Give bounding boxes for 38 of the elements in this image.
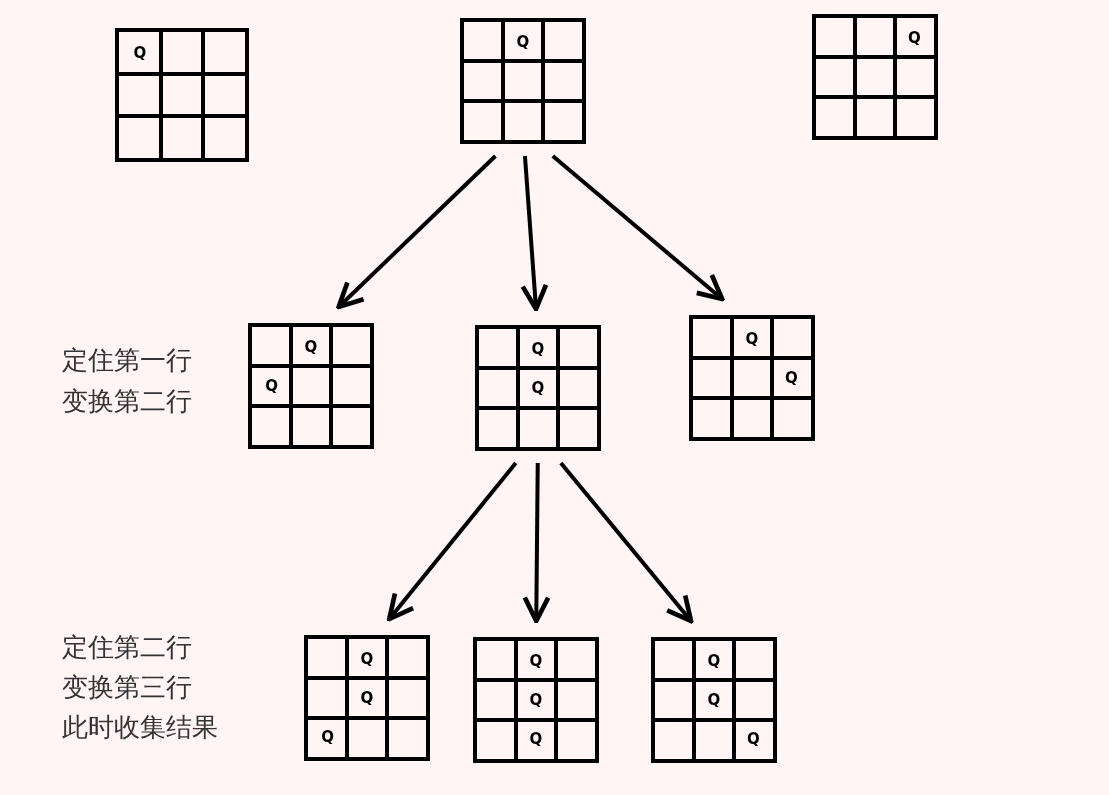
chess-grid — [115, 28, 249, 162]
row-note: 此时收集结果 — [62, 712, 218, 744]
queen-mark: Q — [707, 692, 721, 708]
queen-mark: Q — [531, 341, 545, 357]
queen-mark: Q — [529, 731, 543, 747]
queen-mark: Q — [360, 690, 374, 706]
queen-mark: Q — [745, 331, 759, 347]
arrow — [551, 154, 725, 302]
chess-grid — [651, 637, 777, 763]
arrow — [336, 154, 497, 310]
chess-grid — [473, 637, 599, 763]
row-note: 定住第二行 — [62, 632, 192, 664]
queen-mark: Q — [784, 370, 798, 386]
queen-mark: Q — [321, 729, 335, 745]
queen-mark: Q — [360, 651, 374, 667]
chess-grid — [460, 18, 586, 144]
queen-mark: Q — [304, 339, 318, 355]
arrow — [522, 462, 551, 624]
arrow — [559, 461, 694, 624]
arrow — [520, 155, 549, 312]
chess-grid — [812, 14, 938, 140]
row-note: 变换第二行 — [62, 386, 192, 418]
chess-grid — [689, 315, 815, 441]
queen-mark: Q — [516, 34, 530, 50]
queen-mark: Q — [529, 653, 543, 669]
chess-grid — [248, 323, 374, 449]
queen-mark: Q — [707, 653, 721, 669]
queen-mark: Q — [133, 45, 147, 61]
row-note: 变换第三行 — [62, 672, 192, 704]
chess-grid — [475, 325, 601, 451]
arrow — [387, 461, 518, 622]
chess-grid — [304, 635, 430, 761]
row-note: 定住第一行 — [62, 345, 192, 377]
queen-mark: Q — [265, 378, 279, 394]
queen-mark: Q — [907, 30, 921, 46]
queen-mark: Q — [529, 692, 543, 708]
queen-mark: Q — [531, 380, 545, 396]
queen-mark: Q — [746, 731, 760, 747]
